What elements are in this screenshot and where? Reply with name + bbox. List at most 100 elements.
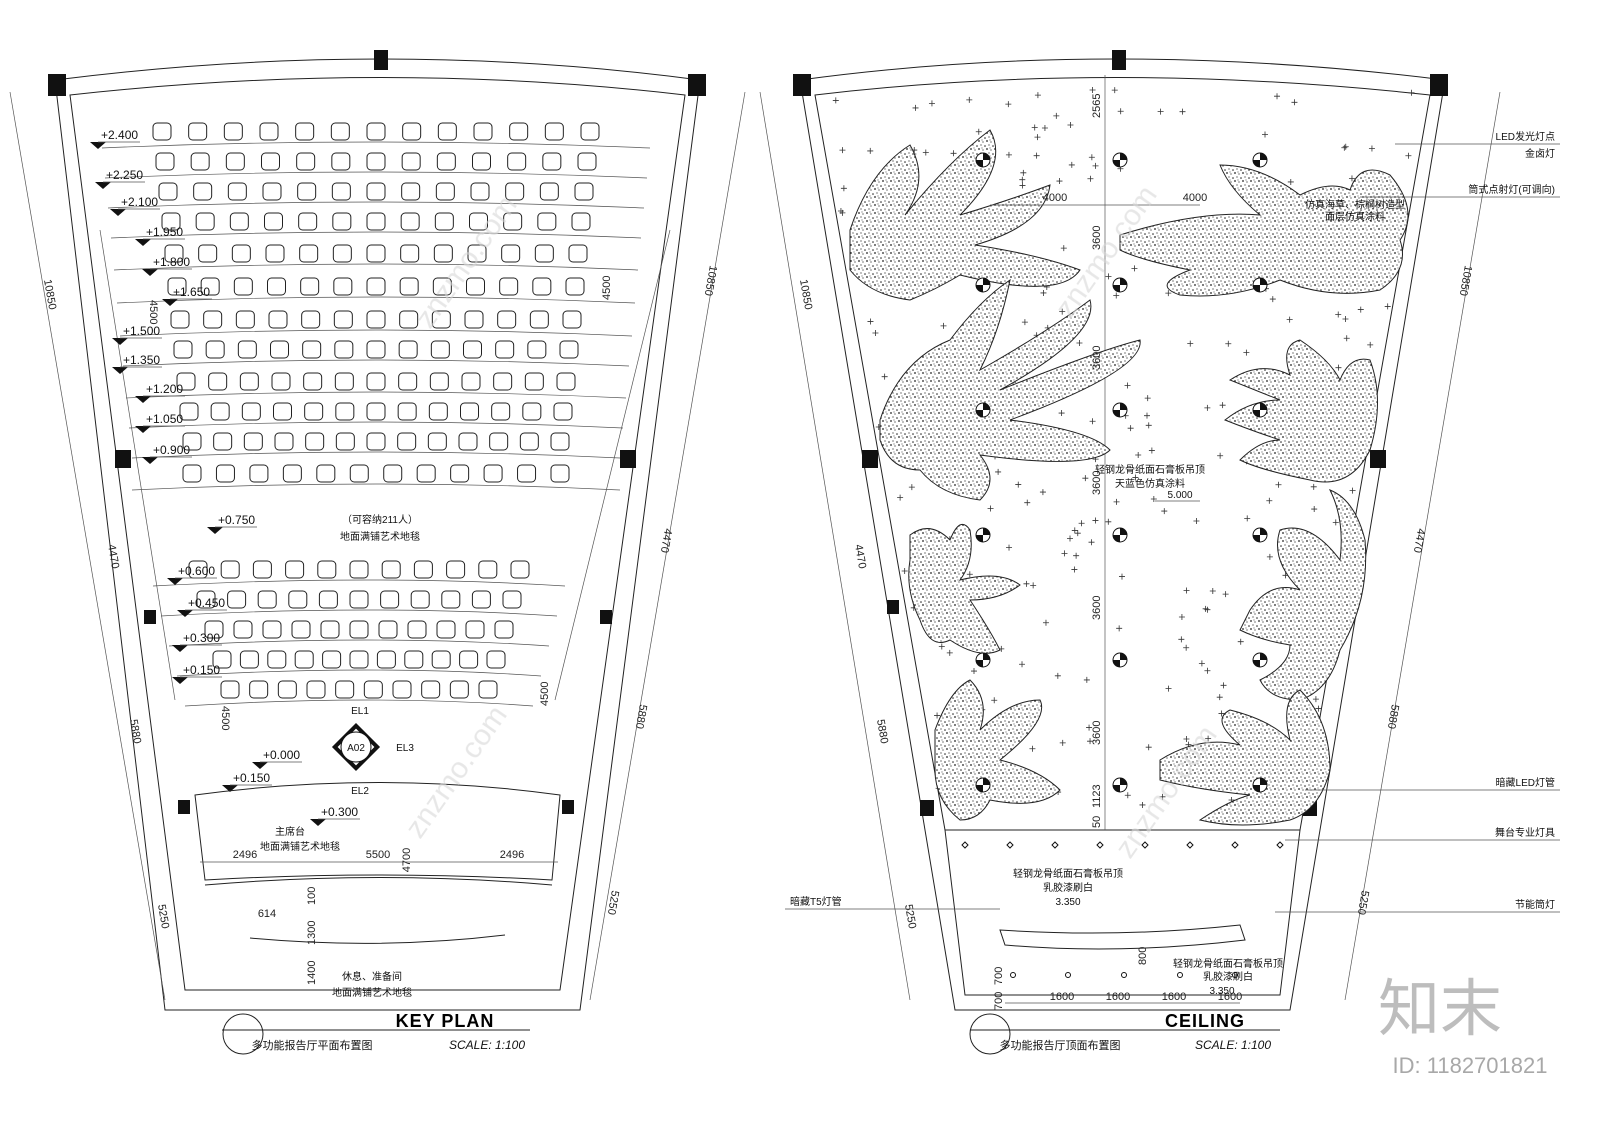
- ceiling-main-note: 轻钢龙骨纸面石膏板吊顶: [1095, 463, 1205, 476]
- led-star: [966, 571, 973, 578]
- seat: [262, 620, 282, 639]
- seat: [527, 340, 547, 359]
- seat: [441, 590, 461, 609]
- seat: [435, 182, 455, 201]
- seat-row-line: [128, 421, 624, 429]
- seat: [335, 432, 355, 451]
- seat-row-line: [104, 171, 648, 179]
- seat: [580, 122, 600, 141]
- level-marker: [95, 182, 111, 189]
- led-star: [1243, 349, 1250, 356]
- led-star: [1005, 101, 1012, 108]
- seat: [188, 122, 208, 141]
- seat: [220, 560, 240, 579]
- seat: [334, 340, 354, 359]
- dim-stage-mid: 5500: [366, 849, 390, 861]
- stage-label: 主席台: [275, 825, 305, 838]
- seat: [235, 310, 255, 329]
- stage-note: 地面满铺艺术地毯: [260, 840, 340, 853]
- seat: [225, 152, 245, 171]
- seat: [270, 340, 289, 359]
- led-star: [991, 697, 998, 704]
- level-marker: [110, 209, 126, 216]
- seat: [378, 620, 398, 639]
- led-star: [1179, 108, 1186, 115]
- energy-downlight-icon: [1232, 972, 1238, 978]
- spot-light-icon: [975, 277, 991, 293]
- seat: [212, 650, 232, 669]
- led-star: [1202, 605, 1209, 612]
- led-star: [1089, 418, 1096, 425]
- seat-row-line: [176, 669, 542, 677]
- led-star: [840, 185, 847, 192]
- led-star: [1061, 550, 1068, 557]
- seat: [401, 182, 421, 201]
- led-star: [1205, 735, 1212, 742]
- svg-text:5250: 5250: [1355, 889, 1371, 915]
- seat: [459, 650, 479, 669]
- elev-tag-1: EL1: [351, 706, 369, 717]
- seat: [305, 432, 325, 451]
- svg-text:2565: 2565: [1091, 94, 1103, 118]
- dim-614: 614: [258, 908, 276, 920]
- led-star: [1058, 410, 1065, 417]
- seat: [470, 182, 490, 201]
- seat: [366, 122, 386, 141]
- led-star: [1054, 672, 1061, 679]
- led-star: [1225, 340, 1232, 347]
- legend-spot: 金卤灯: [1525, 147, 1555, 160]
- led-star: [1042, 619, 1049, 626]
- seat: [464, 310, 484, 329]
- legend-t5: 暗藏T5灯管: [790, 895, 842, 908]
- led-star: [1237, 638, 1244, 645]
- led-star: [1059, 739, 1066, 746]
- seat-row-line: [184, 699, 534, 707]
- seat: [430, 340, 450, 359]
- seat: [196, 590, 216, 609]
- svg-text:4470: 4470: [658, 527, 674, 553]
- back-ceiling-note2: 乳胶漆刷白: [1203, 970, 1253, 983]
- led-star: [897, 494, 904, 501]
- seat: [282, 464, 302, 483]
- legend-stage-light: 舞台专业灯具: [1495, 826, 1555, 839]
- led-star: [1067, 122, 1074, 129]
- seat-row-line: [107, 201, 645, 209]
- seat-row-line: [116, 296, 636, 304]
- seat: [208, 372, 228, 391]
- seat: [243, 432, 263, 451]
- spot-light-icon: [1252, 277, 1268, 293]
- seat: [233, 277, 253, 296]
- seat: [550, 464, 570, 483]
- led-star: [1076, 339, 1083, 346]
- led-star: [1082, 475, 1089, 482]
- leaf-note2: 面层仿真涂料: [1325, 210, 1385, 223]
- seat: [349, 620, 369, 639]
- level-label: +2.100: [121, 195, 158, 209]
- rest-label: 休息、准备间: [342, 970, 402, 983]
- led-star: [1148, 447, 1155, 454]
- led-star: [1105, 518, 1112, 525]
- seat: [366, 152, 386, 171]
- stage-light-icon: [1186, 841, 1194, 849]
- ceiling-fixtures: [975, 152, 1268, 793]
- led-star: [1157, 108, 1164, 115]
- led-star: [934, 712, 941, 719]
- led-star: [1161, 508, 1168, 515]
- led-star: [1198, 660, 1205, 667]
- seat: [265, 244, 285, 263]
- led-star: [1367, 341, 1374, 348]
- led-star: [1031, 124, 1038, 131]
- led-star: [1019, 661, 1026, 668]
- seat: [158, 182, 178, 201]
- level-marker: [142, 269, 158, 276]
- seat: [193, 182, 213, 201]
- elev-tag-2: EL2: [351, 786, 369, 797]
- led-star: [1111, 87, 1118, 94]
- seat: [483, 464, 503, 483]
- seat: [383, 464, 403, 483]
- led-star: [1074, 530, 1081, 537]
- seat: [473, 122, 493, 141]
- svg-text:4470: 4470: [852, 543, 868, 569]
- svg-text:4470: 4470: [105, 543, 121, 569]
- seat: [522, 402, 542, 421]
